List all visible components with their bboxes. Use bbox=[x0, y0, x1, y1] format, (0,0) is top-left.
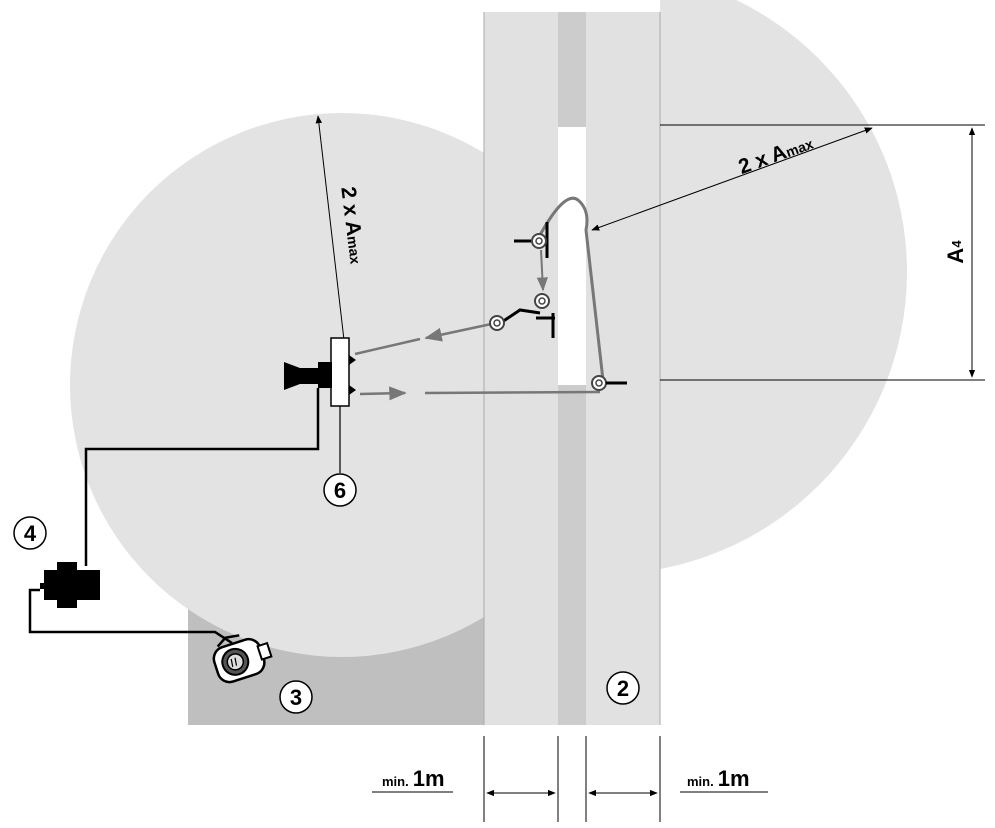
height-dimension: A4 bbox=[660, 124, 985, 381]
min-distance-dimensions bbox=[372, 736, 768, 822]
camera-icon bbox=[212, 634, 273, 684]
min-distance-left-label: min.1m bbox=[382, 766, 445, 791]
cable-connector-icon bbox=[40, 562, 100, 608]
light-beam-paths bbox=[354, 196, 605, 401]
min-distance-right-label: min.1m bbox=[687, 766, 750, 791]
svg-text:3: 3 bbox=[290, 685, 302, 710]
callout-3: 3 bbox=[279, 680, 313, 714]
callout-4: 4 bbox=[13, 516, 47, 550]
left-radius-label: 2 x Amax bbox=[336, 185, 368, 265]
callout-6: 6 bbox=[323, 473, 357, 507]
callout-2: 2 bbox=[606, 671, 640, 705]
left-radius-dimension: 2 x Amax bbox=[315, 115, 368, 341]
reflector-icon bbox=[514, 222, 549, 258]
reflector-icon bbox=[489, 293, 555, 338]
column-left bbox=[484, 12, 558, 725]
reflector-icon bbox=[591, 375, 627, 391]
svg-text:6: 6 bbox=[334, 478, 346, 503]
column-right bbox=[586, 12, 660, 725]
height-dimension-label: A4 bbox=[943, 240, 968, 264]
column-middle-bottom bbox=[558, 385, 586, 725]
svg-text:4: 4 bbox=[24, 521, 37, 546]
cable-lines bbox=[28, 388, 320, 645]
left-zone-circle bbox=[70, 113, 484, 657]
svg-text:2: 2 bbox=[617, 676, 629, 701]
sensor-head-icon bbox=[284, 337, 356, 407]
column-middle-top bbox=[558, 12, 586, 127]
